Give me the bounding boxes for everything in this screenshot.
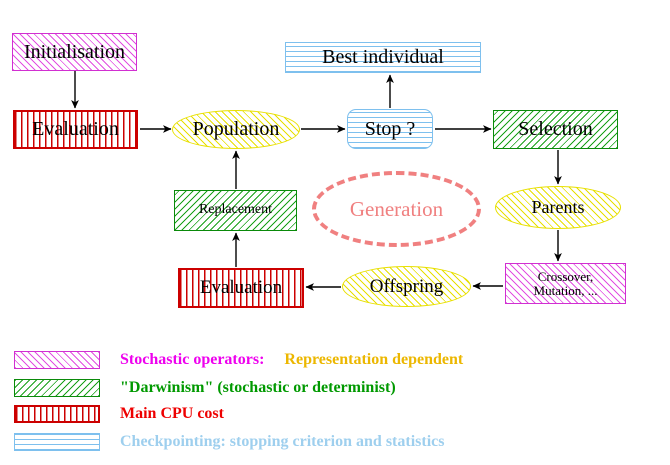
legend-label-darwinism: "Darwinism" (stochastic or determinist)	[120, 379, 396, 396]
node-replacement: Replacement	[174, 190, 297, 231]
node-population-label: Population	[192, 118, 280, 140]
node-population: Population	[172, 110, 300, 149]
node-initialisation-label: Initialisation	[23, 40, 126, 63]
legend-swatch-main-cpu-cost	[14, 405, 100, 423]
node-replacement-label: Replacement	[198, 202, 273, 218]
node-selection: Selection	[493, 110, 618, 149]
legend-swatch-checkpointing	[14, 433, 100, 451]
legend-swatch-darwinism	[14, 379, 100, 397]
node-offspring-label: Offspring	[369, 275, 444, 297]
legend-swatch-stochastic-operators	[14, 351, 100, 369]
node-offspring: Offspring	[342, 266, 471, 307]
node-evaluation-top: Evaluation	[13, 110, 138, 149]
legend-row-darwinism: "Darwinism" (stochastic or determinist)	[14, 377, 396, 399]
legend-row-stochastic-operators: Stochastic operators: Representation dep…	[14, 349, 463, 371]
node-stop-decision: Stop ?	[347, 109, 433, 149]
legend-row-checkpointing: Checkpointing: stopping criterion and st…	[14, 431, 444, 453]
node-evaluation-top-label: Evaluation	[32, 118, 119, 140]
node-generation-loop: Generation	[312, 171, 481, 247]
node-crossover-mutation: Crossover, Mutation, ...	[505, 263, 626, 304]
node-parents-label: Parents	[531, 197, 585, 218]
legend-label-main-cpu-cost: Main CPU cost	[120, 405, 224, 422]
node-best-individual: Best individual	[285, 42, 481, 73]
legend-label-checkpointing: Checkpointing: stopping criterion and st…	[120, 433, 445, 450]
legend-label-stochastic-operators: Stochastic operators:	[120, 351, 265, 368]
node-parents: Parents	[495, 186, 621, 229]
node-stop-label: Stop ?	[364, 117, 416, 140]
legend-row-main-cpu-cost: Main CPU cost	[14, 403, 224, 425]
node-crossover-mutation-label: Crossover, Mutation, ...	[533, 268, 598, 298]
legend-label-representation-dependent: Representation dependent	[284, 351, 464, 368]
node-selection-label: Selection	[518, 118, 593, 140]
node-best-individual-label: Best individual	[322, 46, 444, 68]
node-evaluation-bottom-label: Evaluation	[199, 277, 283, 299]
node-evaluation-bottom: Evaluation	[178, 268, 304, 308]
node-initialisation: Initialisation	[12, 33, 137, 71]
node-generation-label: Generation	[349, 196, 444, 221]
legend: Stochastic operators: Representation dep…	[0, 341, 670, 465]
